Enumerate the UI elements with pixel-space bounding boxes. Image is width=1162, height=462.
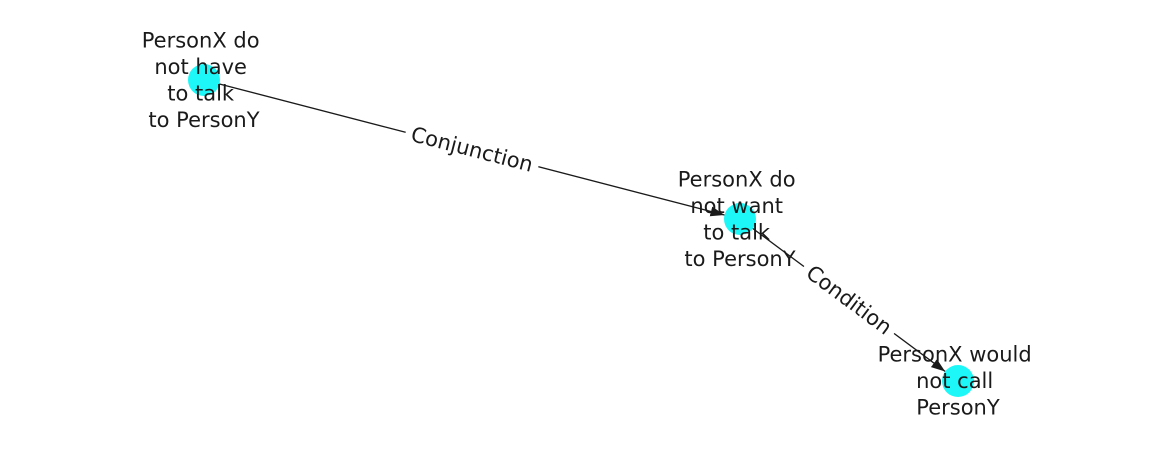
svg-text:Conjunction: Conjunction: [408, 122, 535, 177]
node-label-line: not want: [690, 194, 783, 218]
node-label-line: not call: [916, 369, 993, 393]
node-label-line: to PersonY: [148, 108, 259, 132]
node-label-not-have-to-talk: PersonX do not have to talk to PersonY: [142, 28, 267, 132]
node-circle-would-not-call: [942, 365, 974, 397]
node-label-line: to talk: [703, 220, 771, 244]
node-label-line: PersonX do: [142, 28, 260, 52]
node-label-line: not have: [154, 55, 247, 79]
node-circle-not-have-to-talk: [188, 64, 220, 96]
node-label-would-not-call: PersonX would not call PersonY: [878, 343, 1039, 420]
node-label-line: PersonY: [916, 396, 1000, 420]
node-label-line: PersonX do: [678, 167, 796, 191]
edge-label-condition: Condition: [795, 255, 903, 345]
node-label-line: to talk: [167, 81, 235, 105]
node-circle-not-want-to-talk: [724, 203, 756, 235]
node-label-line: to PersonY: [684, 247, 795, 271]
node-label-not-want-to-talk: PersonX do not want to talk to PersonY: [678, 167, 803, 271]
node-label-line: PersonX would: [878, 343, 1032, 367]
svg-text:Condition: Condition: [802, 260, 897, 339]
edge-label-conjunction: Conjunction: [402, 118, 542, 181]
